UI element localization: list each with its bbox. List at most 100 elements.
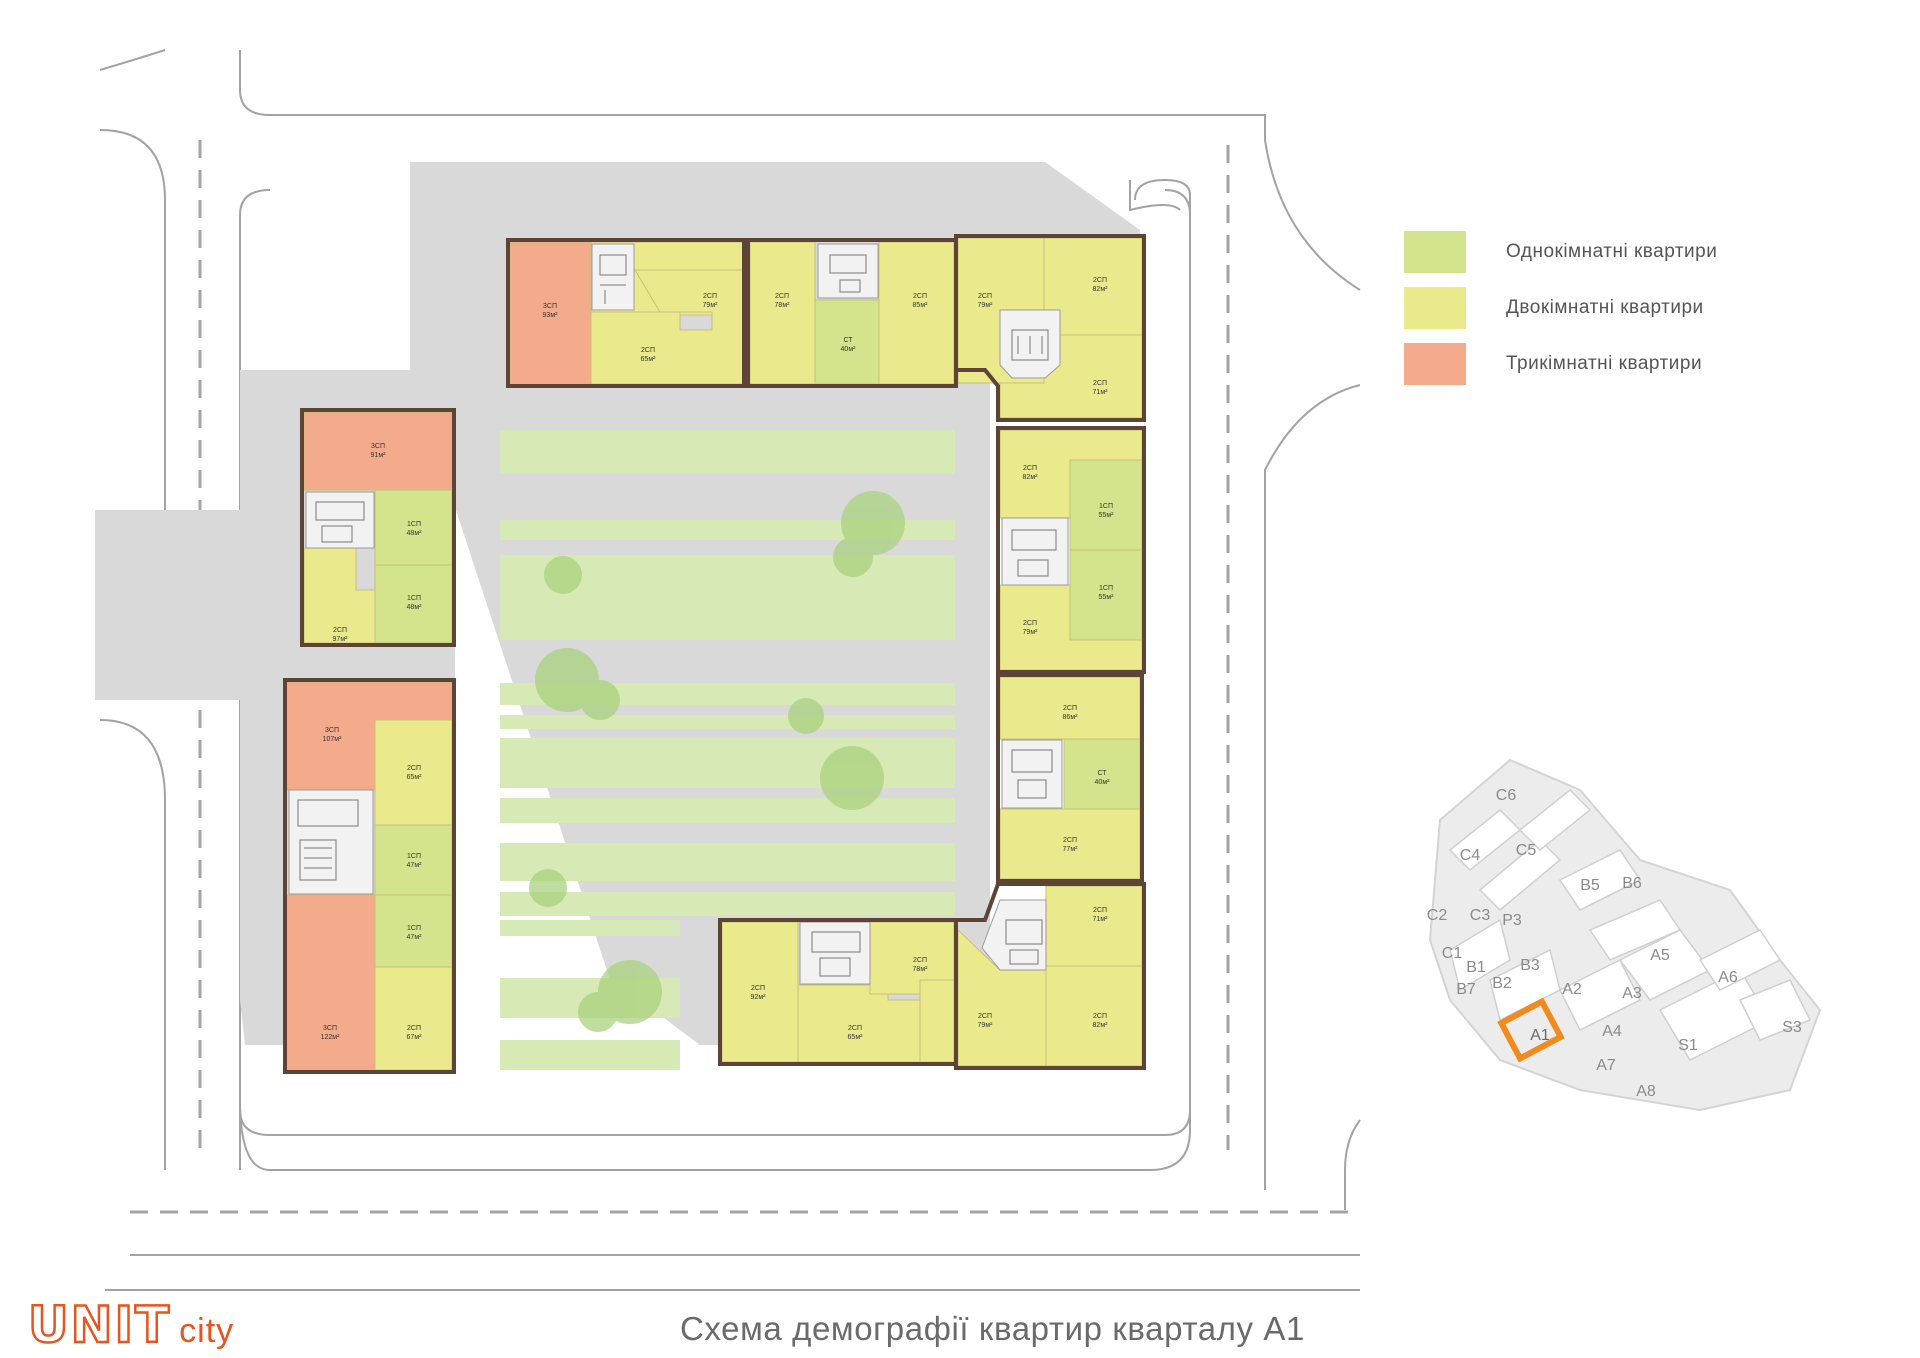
apartment-type-label: 1СП — [407, 521, 421, 528]
apartment-area-label: 97м² — [333, 636, 349, 643]
key-map-label: P3 — [1502, 912, 1522, 929]
key-map-label: S3 — [1782, 1019, 1802, 1036]
apartment-type-label: 2СП — [1023, 465, 1037, 472]
apartment-type-label: 2СП — [1093, 380, 1107, 387]
key-map-label: A8 — [1636, 1083, 1656, 1100]
legend-item-three-room: Трикімнатні квартири — [1404, 342, 1784, 386]
apartment-type-label: 2СП — [333, 627, 347, 634]
brand-unit: UNIT — [27, 1296, 172, 1354]
key-map-label: C2 — [1427, 907, 1448, 924]
apartment-area-label: 91м² — [371, 452, 387, 459]
block-outline — [239, 189, 1191, 1136]
apartment-type-label: 3СП — [325, 727, 339, 734]
apartment-type-label: 1СП — [1099, 585, 1113, 592]
key-map-label: A5 — [1650, 947, 1670, 964]
key-map-label: C4 — [1460, 847, 1481, 864]
road-outlines — [99, 49, 1361, 1291]
apartment-type-label: 2СП — [913, 957, 927, 964]
apartment-type-label: 2СП — [751, 985, 765, 992]
key-map-label: A7 — [1596, 1057, 1616, 1074]
key-map-label: B2 — [1492, 975, 1512, 992]
apartment-type-label: 2СП — [1063, 837, 1077, 844]
apartment-area-label: 79м² — [703, 302, 719, 309]
legend-swatch-one-room — [1404, 231, 1466, 273]
apartment-type-label: 2СП — [703, 293, 717, 300]
key-map-label: B1 — [1466, 959, 1486, 976]
brand-city: city — [179, 1311, 235, 1350]
apartment-area-label: 79м² — [978, 1022, 994, 1029]
apartment-type-label: СТ — [1097, 770, 1107, 777]
apartment-area-label: 65м² — [641, 356, 657, 363]
apartment-type-label: 2СП — [1023, 620, 1037, 627]
key-map-label: C6 — [1496, 787, 1517, 804]
legend: Однокімнатні квартири Двокімнатні кварти… — [1404, 230, 1784, 398]
apartment-type-label: 2СП — [775, 293, 789, 300]
courtyard — [500, 430, 955, 1070]
key-map-label: A6 — [1718, 969, 1738, 986]
key-map-label: B3 — [1520, 957, 1540, 974]
brand-logo: UNIT city — [27, 1296, 235, 1354]
legend-swatch-two-room — [1404, 287, 1466, 329]
apartment-area-label: 77м² — [1063, 846, 1079, 853]
apartment-type-label: 2СП — [641, 347, 655, 354]
key-map-label: C5 — [1516, 842, 1537, 859]
apartment-type-label: 2СП — [1093, 907, 1107, 914]
apartment-area-label: 78м² — [775, 302, 791, 309]
apartment-area-label: 82м² — [1023, 474, 1039, 481]
apartment-area-label: 82м² — [1093, 1022, 1109, 1029]
apartment-area-label: 67м² — [407, 1034, 423, 1041]
apartment-area-label: 48м² — [407, 530, 423, 537]
apartment-type-label: 2СП — [978, 1013, 992, 1020]
legend-label-one-room: Однокімнатні квартири — [1506, 241, 1718, 262]
apartment-type-label: 1СП — [1099, 503, 1113, 510]
apartment-area-label: 40м² — [1095, 779, 1111, 786]
stair-cores — [288, 243, 1069, 985]
apartment-type-label: 2СП — [1093, 1013, 1107, 1020]
apartment-area-label: 40м² — [841, 346, 857, 353]
apartment-area-label: 48м² — [407, 604, 423, 611]
key-map-label: A4 — [1602, 1023, 1622, 1040]
legend-item-one-room: Однокімнатні квартири — [1404, 230, 1784, 274]
apartment-type-label: 2СП — [848, 1025, 862, 1032]
legend-label-three-room: Трикімнатні квартири — [1506, 353, 1703, 374]
key-map-label: A2 — [1562, 981, 1582, 998]
apartment-area-label: 71м² — [1093, 916, 1109, 923]
apartment-type-label: 2СП — [1063, 705, 1077, 712]
key-map-label: C3 — [1470, 907, 1491, 924]
apartment-area-label: 122м² — [321, 1034, 340, 1041]
apartment-area-label: 82м² — [1093, 286, 1109, 293]
apartment-type-label: 1СП — [407, 925, 421, 932]
stair-details — [297, 254, 1057, 977]
key-map-label: S1 — [1678, 1037, 1698, 1054]
key-map-label: B6 — [1622, 875, 1642, 892]
apartment-area-label: 47м² — [407, 862, 423, 869]
apartment-type-label: 2СП — [978, 293, 992, 300]
legend-label-two-room: Двокімнатні квартири — [1506, 297, 1704, 318]
apartment-type-label: 3СП — [543, 303, 557, 310]
apartment-type-label: 2СП — [1093, 277, 1107, 284]
apartment-area-label: 85м² — [913, 302, 929, 309]
apartment-area-label: 107м² — [323, 736, 342, 743]
apartment-area-label: 55м² — [1099, 594, 1115, 601]
apartment-area-label: 92м² — [751, 994, 767, 1001]
plan-caption: Схема демографії квартир кварталу А1 — [680, 1310, 1305, 1347]
legend-swatch-three-room — [1404, 343, 1466, 385]
key-map-label: B5 — [1580, 877, 1600, 894]
apartment-labels: 3СП 93м² 2СП 79м² 2СП 65м² 2СП 78м² 2СП 85м² СТ 40м… — [321, 277, 1115, 1041]
apartment-area-label: 93м² — [543, 312, 559, 319]
apartment-area-label: 79м² — [978, 302, 994, 309]
apartment-area-label: 65м² — [848, 1034, 864, 1041]
apartment-area-label: 78м² — [913, 966, 929, 973]
apartment-area-label: 86м² — [1063, 714, 1079, 721]
key-map-label: C1 — [1442, 945, 1463, 962]
apartment-area-label: 47м² — [407, 934, 423, 941]
apartment-type-label: 1СП — [407, 853, 421, 860]
apartment-area-label: 65м² — [407, 774, 423, 781]
key-map-label: B7 — [1456, 981, 1476, 998]
apartment-type-label: СТ — [843, 337, 853, 344]
legend-item-two-room: Двокімнатні квартири — [1404, 286, 1784, 330]
apartment-type-label: 2СП — [407, 765, 421, 772]
building-fills — [286, 237, 1143, 1071]
building-walls — [283, 234, 1146, 1074]
